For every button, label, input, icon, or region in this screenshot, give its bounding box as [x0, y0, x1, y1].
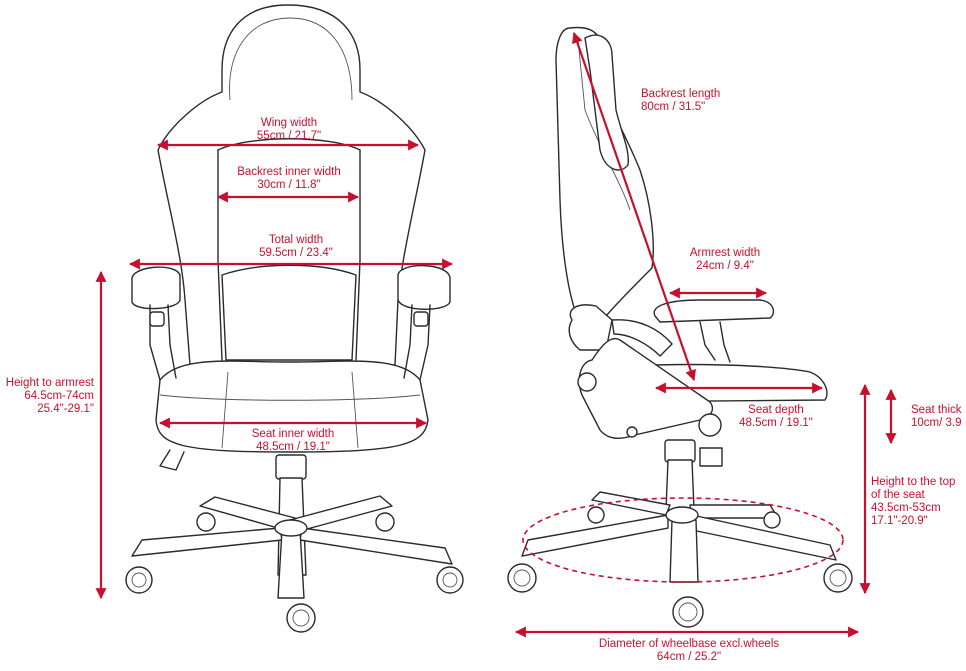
armrest-width-value: 24cm / 9.4": [696, 260, 754, 272]
backrest-length-value: 80cm / 31.5": [641, 101, 706, 113]
height-to-top-value-cm: 43.5cm-53cm: [871, 502, 941, 514]
front-dimension-lines: [95, 139, 454, 600]
wheelbase-diameter-title: Diameter of wheelbase excl.wheels: [598, 638, 780, 650]
backrest-inner-width-value: 30cm / 11.8": [257, 179, 321, 191]
height-to-top-of-seat-label: Height to the top of the seat 43.5cm-53c…: [871, 476, 955, 528]
front-chair: [125, 4, 464, 633]
seat-thickness-value: 10cm/ 3.9: [911, 417, 962, 429]
seat-thickness-label: Seat thick 10cm/ 3.9: [911, 404, 962, 430]
backrest-length-label: Backrest length 80cm / 31.5": [641, 88, 720, 114]
wheelbase-diameter-value: 64cm / 25.2": [656, 651, 722, 663]
seat-thickness-title: Seat thick: [911, 404, 962, 416]
height-to-armrest-title: Height to armrest: [5, 377, 94, 389]
side-chair: [507, 26, 853, 628]
total-width-label: Total width 59.5cm / 23.4": [259, 234, 333, 260]
wing-width-title: Wing width: [260, 117, 318, 129]
height-to-top-title-2: of the seat: [871, 489, 925, 501]
height-to-armrest-label: Height to armrest 64.5cm-74cm 25.4"-29.1…: [0, 377, 94, 416]
seat-depth-title: Seat depth: [748, 404, 804, 416]
backrest-length-title: Backrest length: [641, 88, 721, 100]
armrest-width-label: Armrest width 24cm / 9.4": [690, 247, 760, 273]
total-width-value: 59.5cm / 23.4": [259, 247, 333, 259]
seat-inner-width-value: 48.5cm / 19.1": [256, 441, 330, 453]
seat-inner-width-title: Seat inner width: [251, 428, 335, 440]
height-to-armrest-value-cm: 64.5cm-74cm: [24, 390, 94, 402]
seat-depth-label: Seat depth 48.5cm / 19.1": [739, 404, 813, 430]
backrest-inner-width-label: Backrest inner width 30cm / 11.8": [237, 166, 341, 192]
armrest-width-title: Armrest width: [689, 247, 761, 259]
side-dimension-lines: [514, 31, 897, 638]
wheelbase-diameter-label: Diameter of wheelbase excl.wheels 64cm /…: [599, 638, 779, 664]
backrest-inner-width-title: Backrest inner width: [237, 166, 341, 178]
total-width-title: Total width: [268, 234, 324, 246]
wing-width-value: 55cm / 21.7": [256, 130, 322, 142]
backrest-length-line: [572, 31, 696, 382]
wing-width-label: Wing width 55cm / 21.7": [257, 117, 321, 143]
seat-depth-value: 48.5cm / 19.1": [739, 417, 813, 429]
height-to-armrest-value-in: 25.4"-29.1": [37, 403, 94, 415]
height-to-top-title-1: Height to the top: [871, 476, 956, 488]
seat-inner-width-label: Seat inner width 48.5cm / 19.1": [252, 428, 334, 454]
wheelbase-ellipse: [522, 497, 844, 583]
height-to-top-value-in: 17.1"-20.9": [871, 515, 928, 527]
